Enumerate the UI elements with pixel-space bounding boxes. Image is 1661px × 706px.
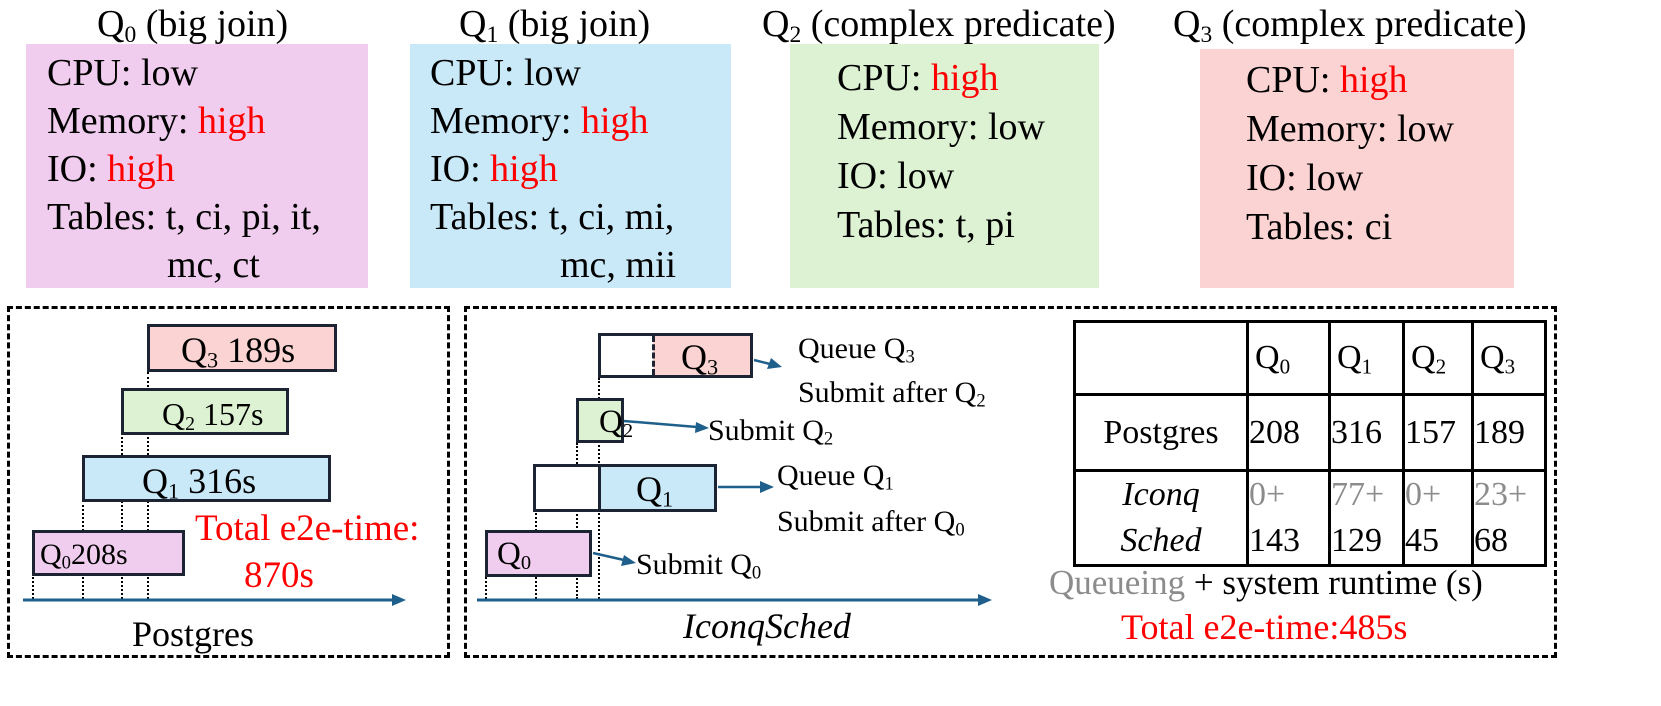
table-cell: 23+68 [1471,469,1547,567]
note-q1-queue: Queue Q1 [777,459,894,495]
io-line: IO: high [430,148,558,190]
tables-line: Tables: t, ci, pi, it, [47,196,321,238]
tables-line: Tables: ci [1246,206,1393,248]
postgres-bar-q0: Q0208s [32,530,185,576]
table-header-q0: Q0 [1246,320,1331,396]
query-1-card: CPU: low Memory: high IO: high Tables: t… [410,44,731,288]
iconq-arrows [592,358,782,566]
note-q2-submit: Submit Q2 [708,414,834,450]
io-line: IO: high [47,148,175,190]
postgres-bar-q1: Q1 316s [82,455,331,502]
memory-line: Memory: high [47,100,266,142]
query-3-title: Q3 (complex predicate) [1173,3,1527,48]
cpu-line: CPU: high [837,57,999,99]
table-cell: 157 [1402,393,1474,472]
table-cell: 77+129 [1328,469,1405,567]
cpu-line: CPU: low [47,52,198,94]
guide-line [121,433,123,599]
query-3-card: CPU: high Memory: low IO: low Tables: ci [1200,49,1514,288]
table-legend: Queueing + system runtime (s) [1049,563,1483,602]
iconq-bar-q3: Q3 [598,333,753,378]
query-2-card: CPU: high Memory: low IO: low Tables: t,… [790,44,1099,288]
queue-segment [601,336,653,375]
postgres-panel [7,306,450,658]
memory-line: Memory: low [1246,108,1454,150]
io-line: IO: low [1246,157,1364,199]
iconq-bar-q0: Q0 [485,530,592,577]
table-header-row: Q0 Q1 Q2 Q3 [1073,320,1547,396]
postgres-time-axis [23,594,406,606]
tables-line-2: mc, ct [167,244,260,286]
table-corner [1073,320,1249,396]
table-header-q2: Q2 [1402,320,1474,396]
iconq-caption: IconqSched [683,606,851,646]
tables-line-2: mc, mii [560,244,677,286]
query-0-title: Q0 (big join) [97,3,289,48]
table-cell: 316 [1328,393,1405,472]
note-q3-queue: Queue Q3 [798,332,915,368]
iconq-bar-q1: Q1 [533,464,717,512]
table-row-label: Postgres [1073,393,1249,472]
query-1-title: Q1 (big join) [459,3,651,48]
postgres-bar-q2: Q2 157s [121,388,289,435]
guide-line [32,577,34,599]
note-q3-submit: Submit after Q2 [798,376,986,412]
table-cell: 208 [1246,393,1331,472]
iconq-time-axis [477,594,992,606]
postgres-total-value: 870s [244,555,314,596]
note-q1-submit: Submit after Q0 [777,505,965,541]
cpu-line: CPU: high [1246,59,1408,101]
query-0-card: CPU: low Memory: high IO: high Tables: t… [26,44,368,288]
note-q0-submit: Submit Q0 [636,548,762,584]
postgres-bar-q3: Q3 189s [147,324,337,372]
io-line: IO: low [837,155,955,197]
memory-line: Memory: low [837,106,1045,148]
submit-marker [652,336,655,375]
query-2-title: Q2 (complex predicate) [762,3,1116,48]
queue-segment [536,467,601,509]
iconq-bar-q2: Q2 [576,398,633,443]
guide-line [576,443,578,599]
table-cell: 189 [1471,393,1547,472]
table-cell: 0+45 [1402,469,1474,567]
iconq-panel [464,306,1557,658]
results-table: Q0 Q1 Q2 Q3 Postgres 208 316 157 189 Ico… [1073,320,1547,567]
tables-line: Tables: t, ci, mi, [430,196,675,238]
table-header-q1: Q1 [1328,320,1405,396]
table-header-q3: Q3 [1471,320,1547,396]
table-cell: 0+143 [1246,469,1331,567]
memory-line: Memory: high [430,100,649,142]
postgres-total-label: Total e2e-time: [195,508,420,549]
iconq-total: Total e2e-time:485s [1121,607,1408,647]
tables-line: Tables: t, pi [837,204,1015,246]
table-row-postgres: Postgres 208 316 157 189 [1073,393,1547,472]
postgres-caption: Postgres [132,614,255,654]
cpu-line: CPU: low [430,52,581,94]
guide-line [485,577,487,599]
